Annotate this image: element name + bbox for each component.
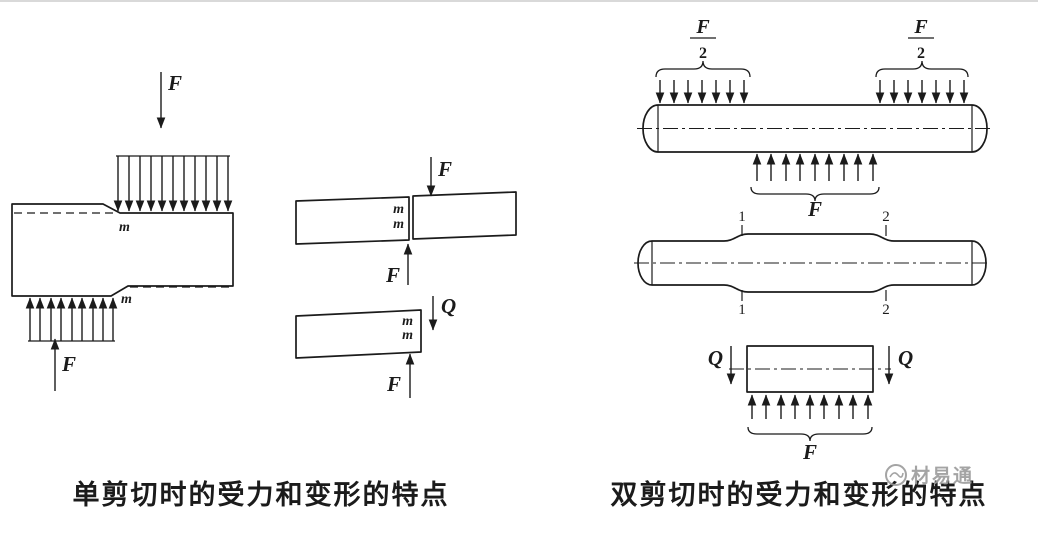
shear-label: Q xyxy=(898,346,913,370)
fraction-denominator: 2 xyxy=(917,45,925,62)
watermark-logo-icon xyxy=(885,464,907,486)
brace xyxy=(750,186,880,202)
force-label: F xyxy=(167,71,182,95)
brace xyxy=(655,60,751,78)
pin-bottom-profile xyxy=(652,284,972,293)
free-body-outline xyxy=(295,309,422,359)
single-shear-specimen: F F m m xyxy=(11,71,234,391)
bar-right-part xyxy=(412,191,517,240)
single-shear-free-body: m m Q F xyxy=(295,294,456,398)
caption-single-shear: 单剪切时的受力和变形的特点 xyxy=(73,479,450,510)
shear-label: Q xyxy=(708,346,723,370)
double-shear-free-body: Q Q F xyxy=(708,345,913,464)
double-shear-assembly: F 2 F 2 xyxy=(637,16,991,221)
fraction-denominator: 2 xyxy=(699,45,707,62)
plane-label-m: m xyxy=(402,314,413,329)
force-label: F xyxy=(61,352,76,376)
force-label: F xyxy=(386,372,401,396)
reaction-label: F xyxy=(807,197,822,221)
fraction-numerator: F xyxy=(695,16,710,38)
section-number: 2 xyxy=(882,209,890,225)
caption-double-shear: 双剪切时的受力和变形的特点 xyxy=(611,479,988,510)
plane-label-m: m xyxy=(393,202,404,217)
bar-left-part xyxy=(295,196,410,245)
plane-label-m: m xyxy=(402,328,413,343)
shear-label: Q xyxy=(441,294,456,318)
watermark-logo-glyph xyxy=(889,472,904,478)
double-shear-pin: 1 1 2 2 xyxy=(634,209,990,318)
single-shear-cut-view: m m F F xyxy=(295,157,517,287)
force-label: F xyxy=(385,263,400,287)
brace xyxy=(875,60,969,78)
specimen-outline xyxy=(11,203,234,297)
plane-label-m: m xyxy=(121,292,132,307)
force-label: F xyxy=(437,157,452,181)
watermark-text: 材易通 xyxy=(911,464,974,487)
watermark: 材易通 xyxy=(885,464,974,487)
plane-label-m: m xyxy=(119,220,130,235)
pin-top-profile xyxy=(652,233,972,242)
fraction-numerator: F xyxy=(913,16,928,38)
section-number: 2 xyxy=(882,302,890,318)
scan-edge-line xyxy=(0,0,1038,2)
plane-label-m: m xyxy=(393,217,404,232)
section-number: 1 xyxy=(738,209,746,225)
force-label: F xyxy=(802,440,817,464)
brace xyxy=(747,426,873,442)
section-number: 1 xyxy=(738,302,746,318)
